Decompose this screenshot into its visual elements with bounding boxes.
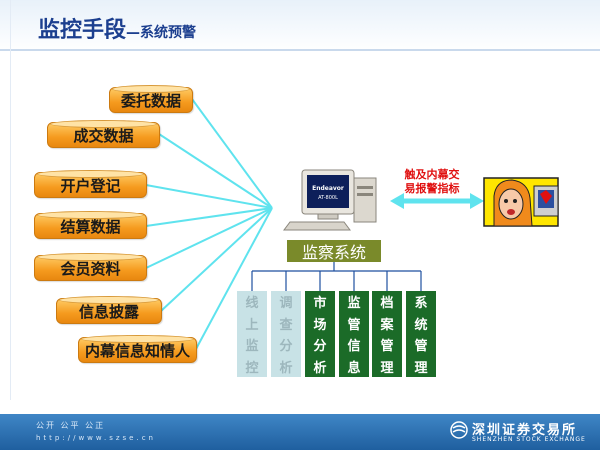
- footer-url: http://www.szse.cn: [36, 434, 156, 442]
- source-member-info: 会员资料: [34, 253, 147, 281]
- subsystem-char: 理: [414, 360, 428, 376]
- subsystem-char: 监: [347, 296, 361, 312]
- alarmed-person-icon: [483, 177, 559, 227]
- subsystem-char: 析: [313, 360, 327, 376]
- monitoring-system-label: 监察系统: [301, 243, 366, 262]
- subsystem-char: 管: [347, 317, 361, 333]
- connector-3: [145, 184, 273, 209]
- monitoring-system-box: 监察系统: [287, 240, 381, 262]
- subsystem-char: 档: [380, 296, 394, 312]
- subsystem-char: 控: [245, 360, 259, 376]
- source-insiders: 内幕信息知情人: [78, 335, 197, 363]
- connector-2: [158, 133, 273, 209]
- subsystem-system-management: 系 统 管 理: [406, 291, 436, 377]
- subsystem-archive-management: 档 案 管 理: [372, 291, 402, 377]
- source-label: 信息披露: [78, 302, 139, 321]
- subsystem-char: 理: [380, 360, 394, 376]
- alert-label: 触及内幕交 易报警指标: [396, 168, 468, 196]
- page-title: 监控手段—系统预警: [38, 12, 196, 44]
- subsystem-char: 调: [279, 296, 293, 312]
- footer-org-name: 深圳证券交易所: [472, 423, 578, 438]
- subsystem-char: 息: [347, 360, 361, 376]
- subsystem-char: 信: [347, 339, 361, 355]
- alert-line-2: 易报警指标: [404, 182, 460, 195]
- connector-5: [145, 207, 273, 269]
- subsystem-tree: [251, 262, 422, 291]
- source-label: 开户登记: [60, 176, 121, 195]
- subsystem-char: 分: [313, 339, 327, 355]
- subsystem-char: 场: [313, 317, 327, 333]
- subsystem-char: 监: [245, 339, 259, 355]
- computer-brand: Endeavor: [312, 185, 344, 192]
- alert-arrow: [390, 193, 484, 209]
- source-account-registration: 开户登记: [34, 170, 147, 198]
- source-disclosure: 信息披露: [56, 296, 162, 324]
- subsystem-char: 上: [245, 317, 259, 333]
- footer-bar: 公开 公平 公正 http://www.szse.cn 深圳证券交易所 SHEN…: [0, 414, 600, 450]
- subsystem-char: 管: [414, 339, 428, 355]
- header-divider: [0, 49, 600, 51]
- connector-1: [191, 98, 273, 209]
- source-settlement-data: 结算数据: [34, 211, 147, 239]
- szse-logo-icon: [450, 421, 468, 439]
- connector-7: [195, 207, 273, 350]
- source-label: 内幕信息知情人: [84, 341, 190, 360]
- subsystem-investigation-analysis: 调 查 分 析: [271, 291, 301, 377]
- alert-line-1: 触及内幕交: [404, 168, 460, 181]
- subsystem-char: 线: [245, 296, 259, 312]
- source-order-data: 委托数据: [109, 85, 193, 113]
- connector-6: [160, 207, 273, 312]
- connector-4: [145, 207, 273, 227]
- subsystem-char: 管: [380, 339, 394, 355]
- computer-icon: Endeavor AT-800L: [283, 169, 377, 231]
- source-trade-data: 成交数据: [47, 120, 160, 148]
- header-band: [0, 0, 600, 52]
- page-title-sub: —系统预警: [126, 25, 197, 41]
- subsystem-char: 案: [380, 317, 394, 333]
- left-guide-line: [10, 0, 11, 400]
- subsystem-char: 统: [414, 317, 428, 333]
- footer-org-name-en: SHENZHEN STOCK EXCHANGE: [472, 436, 586, 443]
- computer-model: AT-800L: [318, 195, 338, 201]
- subsystem-market-analysis: 市 场 分 析: [305, 291, 335, 377]
- source-label: 结算数据: [60, 217, 121, 236]
- footer-slogan: 公开 公平 公正: [36, 421, 106, 430]
- subsystem-char: 系: [414, 296, 428, 312]
- subsystem-regulatory-info: 监 管 信 息: [339, 291, 369, 377]
- subsystem-char: 分: [279, 339, 293, 355]
- subsystem-char: 查: [279, 317, 293, 333]
- page-title-main: 监控手段: [38, 18, 127, 43]
- source-label: 委托数据: [120, 91, 181, 110]
- source-label: 会员资料: [60, 259, 121, 278]
- subsystem-char: 市: [313, 296, 327, 312]
- subsystem-char: 析: [279, 360, 293, 376]
- subsystem-online-monitoring: 线 上 监 控: [237, 291, 267, 377]
- source-label: 成交数据: [73, 126, 134, 145]
